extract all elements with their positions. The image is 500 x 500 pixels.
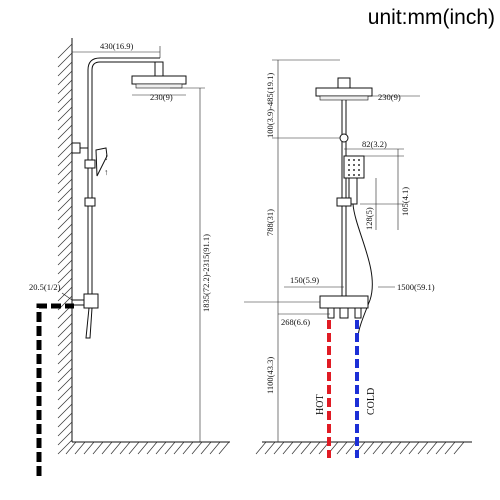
right-inlet-spacing-label: 150(5.9)	[290, 275, 319, 285]
right-mixer-spout	[339, 307, 349, 319]
unit-title: unit:mm(inch)	[367, 6, 495, 29]
right-view: HOT COLD 100(3.9)-485(19.1) 788(31) 1100…	[244, 59, 472, 458]
right-vertical-dimensions	[244, 59, 340, 443]
right-floor-hatching	[255, 441, 465, 455]
left-spout	[85, 307, 93, 339]
cold-label: COLD	[366, 388, 377, 415]
right-holder-gap-label: 128(5)	[364, 207, 374, 230]
svg-text:↓: ↓	[104, 152, 108, 162]
left-shower-head	[131, 75, 187, 85]
left-slider	[84, 197, 96, 207]
right-hand-shower-width-label: 82(3.2)	[362, 139, 387, 149]
right-hose	[352, 203, 373, 339]
right-hose-length-label: 1500(59.1)	[397, 282, 435, 292]
left-arm-length-label: 430(16.9)	[100, 41, 133, 51]
right-slider	[336, 197, 352, 207]
right-head-width-label: 230(9)	[378, 92, 401, 102]
right-mixer-knob-right	[354, 307, 362, 319]
left-head-connector	[154, 61, 164, 77]
svg-text:↑: ↑	[104, 167, 108, 177]
left-height-dimension	[170, 87, 205, 442]
left-arm-dimension	[72, 46, 161, 58]
left-mixer-body	[83, 293, 99, 309]
left-inlet-size-label: 20.5(1/2)	[29, 282, 61, 292]
right-arm-bracket	[339, 133, 349, 143]
left-shower-arm	[87, 57, 160, 71]
left-floor-hatching	[65, 441, 230, 455]
right-hand-shower-nozzles	[348, 159, 360, 176]
left-view: ↓ ↑ 430(16.9) 230(9) 1835(72.2)-2315(91.…	[29, 38, 230, 476]
left-overall-height-label: 1835(72.2)-2315(91.1)	[201, 234, 211, 312]
right-mixer-knob-left	[327, 307, 335, 319]
right-hand-shower-length-label: 105(4.1)	[400, 187, 410, 216]
left-wall-hatching	[57, 43, 73, 455]
hot-label: HOT	[315, 394, 326, 415]
right-mixer-depth-label: 268(6.6)	[281, 317, 310, 327]
right-head-connector	[337, 77, 351, 89]
left-holder	[84, 159, 96, 169]
right-install-height-label: 1100(43.3)	[265, 357, 275, 394]
right-head-adjust-label: 100(3.9)-485(19.1)	[265, 73, 275, 138]
left-riser-pipe	[87, 70, 93, 300]
right-shower-head	[315, 87, 373, 97]
left-inlet-pipe	[36, 303, 74, 476]
right-mixer-body	[319, 295, 369, 309]
right-riser-height-label: 788(31)	[265, 209, 275, 236]
right-riser-pipe	[341, 92, 347, 298]
left-head-width-label: 230(9)	[150, 92, 173, 102]
right-shower-head-face	[319, 95, 369, 101]
left-shower-head-face	[135, 83, 183, 89]
left-wall-bracket	[71, 142, 81, 154]
left-hand-shower	[95, 147, 108, 177]
